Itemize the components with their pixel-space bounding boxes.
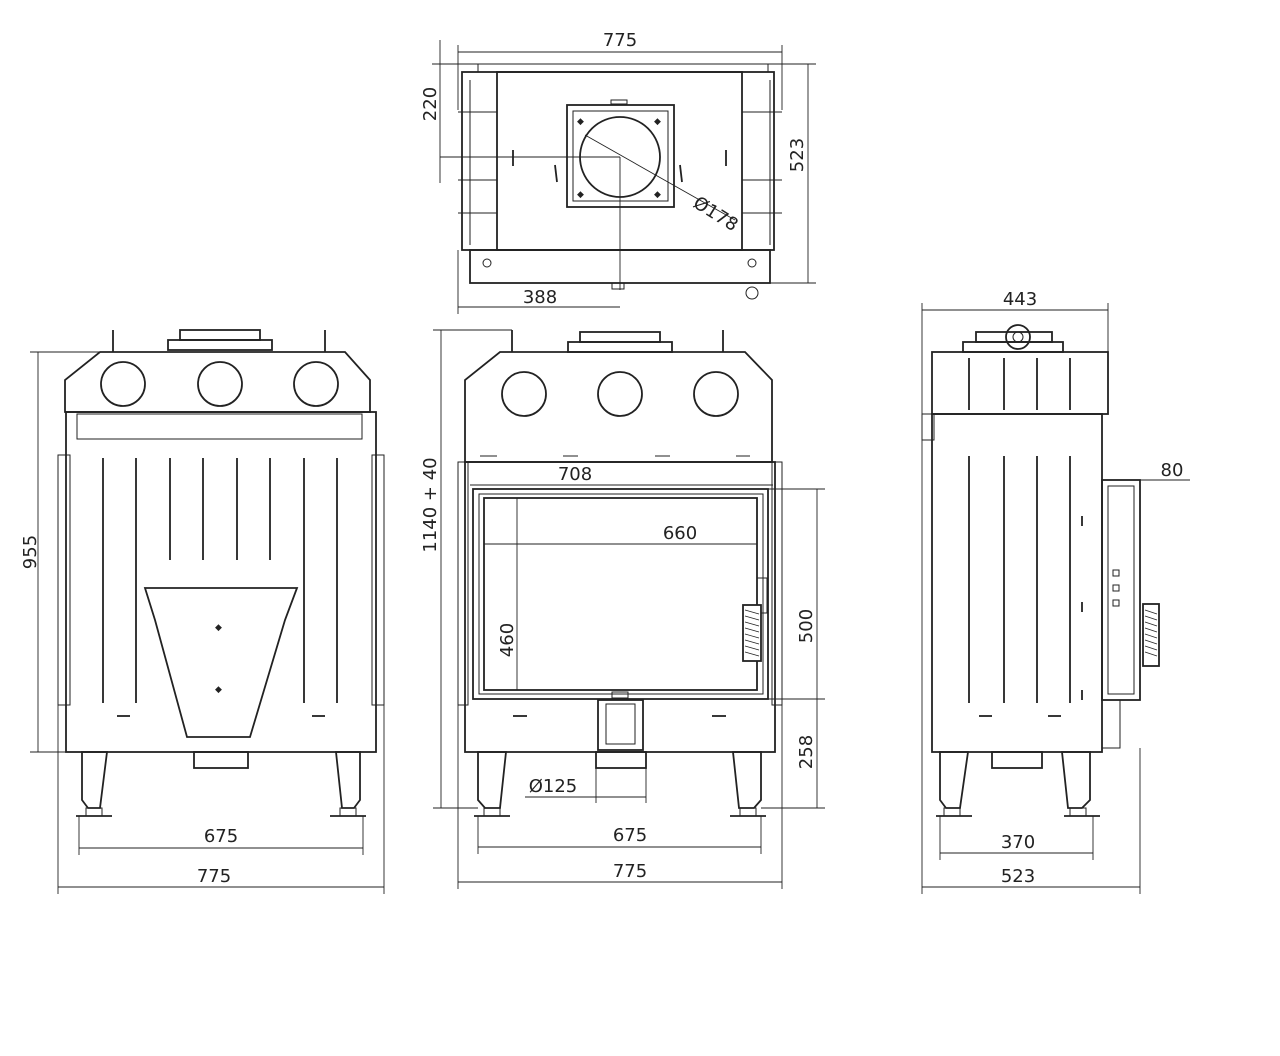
side-view: 443 80 370 523 <box>921 289 1190 894</box>
rear-body <box>65 411 377 753</box>
glass-width-label: 660 <box>663 523 697 544</box>
svg-text:◆: ◆ <box>654 117 661 127</box>
side-leg-left <box>939 751 970 809</box>
svg-text:◆: ◆ <box>577 117 584 127</box>
side-body <box>931 413 1103 753</box>
flue-diameter-label: Ø178 <box>689 192 741 236</box>
door-glass <box>483 497 758 691</box>
rear-legs-label: 675 <box>204 826 238 847</box>
side-depth-label: 523 <box>1001 866 1035 887</box>
side-top-block <box>931 351 1109 415</box>
front-leg-right <box>731 751 762 809</box>
glass-height-label: 460 <box>497 623 518 657</box>
air-inlet-box <box>597 699 644 751</box>
svg-text:◆: ◆ <box>654 190 661 200</box>
side-top-depth-label: 443 <box>1003 289 1037 310</box>
base-height-label: 258 <box>796 735 817 769</box>
flue-collar <box>566 104 675 208</box>
side-legs-label: 370 <box>1001 832 1035 853</box>
rear-width-label: 775 <box>197 866 231 887</box>
air-outlet-icon <box>501 371 547 417</box>
bolt-icon <box>482 258 492 268</box>
door-height-label: 500 <box>796 609 817 643</box>
fire-door <box>472 488 769 700</box>
svg-text:◆: ◆ <box>577 190 584 200</box>
rear-view: ◆ ◆ 955 675 775 <box>20 329 385 894</box>
front-top-block <box>464 351 773 463</box>
side-door-handle <box>1142 603 1160 667</box>
svg-text:◆: ◆ <box>215 685 222 695</box>
top-view: ◆ ◆ ◆ ◆ Ø178 775 220 523 388 <box>420 30 816 314</box>
front-body <box>464 461 776 753</box>
door-handle <box>742 604 762 662</box>
top-width-label: 775 <box>603 30 637 51</box>
front-width-label: 775 <box>613 861 647 882</box>
rear-leg-left <box>81 751 109 809</box>
handle-depth-label: 80 <box>1161 460 1184 481</box>
top-depth-label: 523 <box>787 138 808 172</box>
front-height-label: 1140 + 40 <box>420 457 441 552</box>
rear-leg-right <box>334 751 361 809</box>
front-leg-left <box>477 751 508 809</box>
side-leg-right <box>1060 751 1091 809</box>
top-offset-label: 220 <box>420 87 441 121</box>
rear-height-label: 955 <box>20 535 41 569</box>
rear-air-hopper <box>143 587 299 738</box>
flue-position-label: 388 <box>523 287 557 308</box>
svg-text:◆: ◆ <box>215 623 222 633</box>
air-outlet-icon <box>100 361 146 407</box>
lifting-eye-icon <box>1005 324 1031 350</box>
air-inlet-label: Ø125 <box>529 776 578 797</box>
door-width-label: 708 <box>558 464 592 485</box>
front-view: 1140 + 40 708 660 460 500 258 Ø125 675 <box>420 329 825 889</box>
air-inlet-spigot <box>595 751 647 769</box>
handle-knob-icon <box>745 286 759 300</box>
front-legs-label: 675 <box>613 825 647 846</box>
